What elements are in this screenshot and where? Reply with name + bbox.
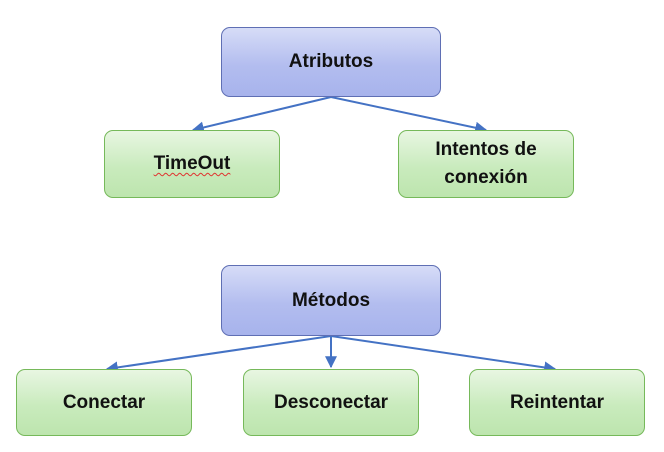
connector-atributos-timeout [191, 96, 332, 134]
node-intentos-de-conexion: Intentos de conexión [398, 130, 574, 198]
node-atributos-label: Atributos [288, 51, 374, 72]
node-timeout-label: TimeOut [153, 153, 231, 174]
node-reintentar-label: Reintentar [510, 391, 604, 413]
node-conectar: Conectar [16, 369, 192, 436]
node-desconectar-label: Desconectar [273, 391, 389, 413]
connector-metodos-conectar [105, 335, 332, 374]
node-atributos: Atributos [221, 27, 441, 97]
node-metodos: Métodos [221, 265, 441, 336]
connector-atributos-intentos [330, 96, 488, 134]
node-metodos-label: Métodos [291, 289, 371, 311]
node-intentos-line2: conexión [444, 167, 528, 188]
node-intentos-de-conexion-text: Intentos de conexión [435, 136, 536, 192]
node-desconectar: Desconectar [243, 369, 419, 436]
connector-metodos-reintentar [330, 335, 557, 374]
node-reintentar: Reintentar [469, 369, 645, 436]
node-timeout: TimeOut [104, 130, 280, 198]
node-intentos-line1: Intentos de [435, 139, 537, 160]
node-conectar-label: Conectar [62, 391, 146, 413]
